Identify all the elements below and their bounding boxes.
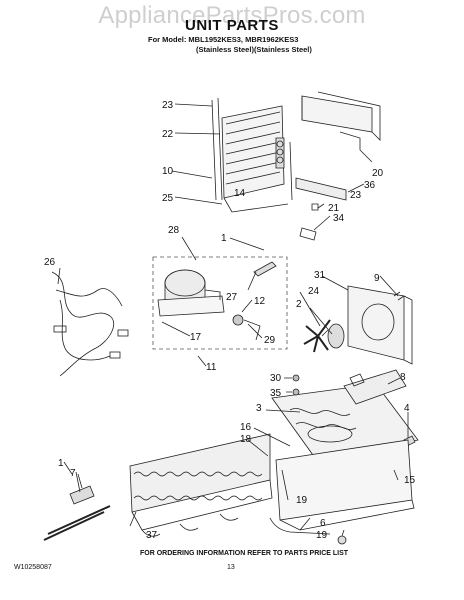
condenser-coil [211,97,293,213]
callout-15: 15 [404,475,416,486]
callout-22: 22 [162,129,174,140]
fan-motor [303,319,345,353]
callout-10: 10 [162,166,174,177]
callout-4: 4 [404,403,410,414]
bracket-top-right [301,91,381,150]
callout-31: 31 [314,270,326,281]
screw-21 [299,203,319,241]
callout-24: 24 [308,286,320,297]
finish-line: (Stainless Steel)(Stainless Steel) [196,45,312,54]
callout-20: 20 [372,168,384,179]
callout-23: 23 [162,100,174,111]
document-number: W10258087 [14,564,52,571]
callout-17: 17 [190,332,202,343]
callout-34: 34 [333,213,345,224]
callout-6: 6 [320,518,326,529]
callout-28: 28 [168,225,180,236]
overload-relay [253,261,277,277]
callout-8: 8 [400,372,406,383]
callout-36: 36 [364,180,376,191]
callout-30: 30 [270,373,282,384]
callout-35: 35 [270,388,282,399]
callout-7: 7 [70,468,76,479]
callout-21: 21 [328,203,340,214]
drain-pan [275,439,415,531]
callout-2: 2 [296,299,302,310]
compressor [157,269,261,341]
wiring-harness [51,271,129,377]
callout-12: 12 [254,296,266,307]
ordering-instructions: FOR ORDERING INFORMATION REFER TO PARTS … [140,550,349,557]
callout-19b: 19 [316,530,328,541]
callout-11: 11 [206,362,217,373]
control-bracket [343,369,407,405]
callout-23b: 23 [350,190,362,201]
callout-29: 29 [264,335,276,346]
page-number: 13 [227,564,235,571]
callout-37: 37 [146,530,158,541]
callout-25: 25 [162,193,174,204]
callout-16: 16 [240,422,252,433]
callout-27: 27 [226,292,238,303]
fan-shroud [347,285,413,365]
callout-18: 18 [240,434,252,445]
callout-26: 26 [44,257,56,268]
callout-14: 14 [234,188,246,199]
callout-1: 1 [221,233,227,244]
callout-1b: 1 [58,458,64,469]
side-cover [295,177,347,201]
callout-labels: 23 22 10 14 25 20 36 23 21 34 28 1 26 31… [44,100,416,541]
watermark: AppliancePartsPros.com [98,2,366,29]
callout-19: 19 [296,495,308,506]
model-line: For Model: MBL1952KES3, MBR1962KES3 [148,35,299,44]
lower-coil [129,433,273,537]
page-title: UNIT PARTS [185,17,279,34]
base-plate [271,383,419,463]
callout-9: 9 [374,273,380,284]
power-cord [43,471,111,541]
callout-3: 3 [256,403,262,414]
